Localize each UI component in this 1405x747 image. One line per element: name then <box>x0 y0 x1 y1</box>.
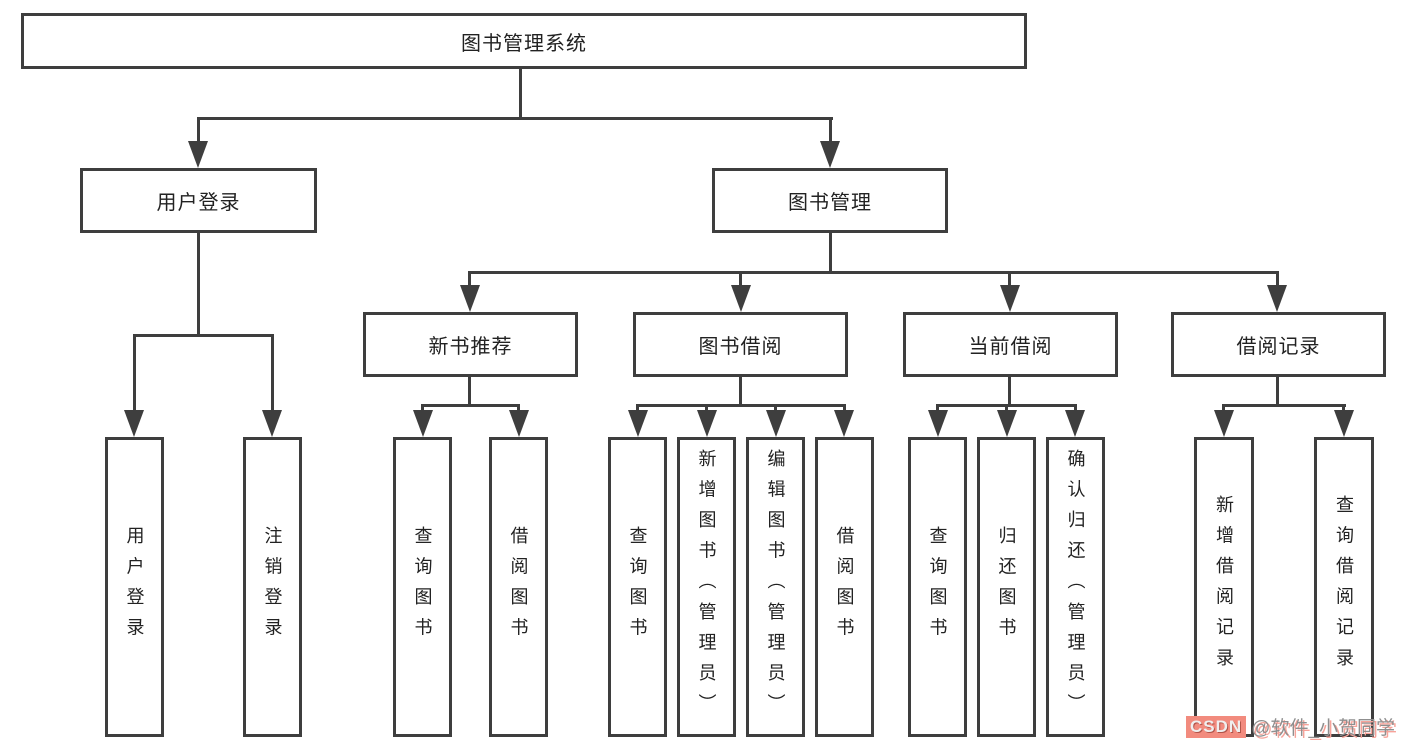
connector <box>1222 404 1346 407</box>
leaf-user-login: 用户登录 <box>105 437 164 737</box>
connector <box>1008 271 1011 288</box>
connector <box>421 404 520 407</box>
leaf-add-borrow-record: 新增借阅记录 <box>1194 437 1254 737</box>
arrowhead <box>1065 410 1085 437</box>
leaf-borrow-books-recommend: 借阅图书 <box>489 437 548 737</box>
node-borrow-records: 借阅记录 <box>1171 312 1386 377</box>
connector <box>1276 377 1279 407</box>
leaf-add-books-admin: 新增图书（管理员） <box>677 437 736 737</box>
leaf-label: 用户登录 <box>124 525 145 649</box>
arrowhead <box>928 410 948 437</box>
node-label: 用户登录 <box>156 192 241 214</box>
leaf-return-books: 归还图书 <box>977 437 1036 737</box>
connector <box>774 404 777 413</box>
arrowhead <box>262 410 282 437</box>
leaf-query-books-borrow: 查询图书 <box>608 437 667 737</box>
node-system-root: 图书管理系统 <box>21 13 1027 69</box>
connector <box>133 334 136 412</box>
arrowhead <box>834 410 854 437</box>
arrowhead <box>460 285 480 312</box>
connector <box>1008 377 1011 407</box>
csdn-badge: CSDN <box>1186 715 1247 738</box>
connector <box>271 334 274 412</box>
node-label: 图书借阅 <box>698 336 783 358</box>
leaf-label: 新增图书（管理员） <box>696 449 717 725</box>
connector <box>468 271 1279 274</box>
connector <box>1342 404 1345 413</box>
watermark-username: @软件_小贺同学 <box>1251 718 1396 739</box>
node-book-management: 图书管理 <box>712 168 948 233</box>
arrowhead <box>1000 285 1020 312</box>
leaf-label: 查询图书 <box>412 525 433 649</box>
connector <box>739 271 742 288</box>
leaf-edit-books-admin: 编辑图书（管理员） <box>746 437 805 737</box>
leaf-label: 编辑图书（管理员） <box>765 449 786 725</box>
leaf-label: 查询图书 <box>627 525 648 649</box>
arrowhead <box>188 141 208 168</box>
connector <box>197 117 833 120</box>
connector <box>636 404 639 413</box>
arrowhead <box>1214 410 1234 437</box>
connector <box>468 377 471 407</box>
node-label: 新书推荐 <box>428 336 513 358</box>
connector <box>739 377 742 407</box>
arrowhead <box>697 410 717 437</box>
leaf-label: 新增借阅记录 <box>1214 495 1234 679</box>
watermark: CSDN @软件_小贺同学 <box>1186 713 1395 740</box>
node-current-borrow: 当前借阅 <box>903 312 1118 377</box>
arrowhead <box>1267 285 1287 312</box>
connector <box>1276 271 1279 288</box>
node-label: 当前借阅 <box>968 336 1053 358</box>
connector <box>829 233 832 273</box>
node-new-book-recommend: 新书推荐 <box>363 312 578 377</box>
connector <box>705 404 708 413</box>
connector <box>519 69 522 119</box>
connector <box>1222 404 1225 413</box>
connector <box>197 117 200 145</box>
node-book-borrow: 图书借阅 <box>633 312 848 377</box>
arrowhead <box>1334 410 1354 437</box>
arrowhead <box>766 410 786 437</box>
leaf-label: 注销登录 <box>262 525 283 649</box>
leaf-label: 查询借阅记录 <box>1334 495 1354 679</box>
arrowhead <box>413 410 433 437</box>
leaf-label: 确认归还（管理员） <box>1065 449 1086 725</box>
leaf-label: 归还图书 <box>996 525 1017 649</box>
connector <box>517 404 520 413</box>
connector <box>1074 404 1077 413</box>
connector <box>829 117 832 145</box>
leaf-label: 借阅图书 <box>508 525 529 649</box>
node-label: 借阅记录 <box>1236 336 1321 358</box>
node-label: 图书管理系统 <box>461 32 587 55</box>
arrowhead <box>628 410 648 437</box>
connector <box>936 404 939 413</box>
connector <box>636 404 846 407</box>
connector <box>197 233 200 337</box>
connector <box>421 404 424 413</box>
connector <box>1005 404 1008 413</box>
arrowhead <box>509 410 529 437</box>
leaf-logout: 注销登录 <box>243 437 302 737</box>
node-label: 图书管理 <box>788 192 872 214</box>
leaf-query-books-current: 查询图书 <box>908 437 967 737</box>
arrowhead <box>820 141 840 168</box>
leaf-borrow-books: 借阅图书 <box>815 437 874 737</box>
leaf-query-borrow-record: 查询借阅记录 <box>1314 437 1374 737</box>
connector <box>468 271 471 288</box>
arrowhead <box>997 410 1017 437</box>
node-user-login: 用户登录 <box>80 168 317 233</box>
leaf-label: 查询图书 <box>927 525 948 649</box>
leaf-query-books-recommend: 查询图书 <box>393 437 452 737</box>
connector <box>133 334 274 337</box>
arrowhead <box>124 410 144 437</box>
connector <box>843 404 846 413</box>
arrowhead <box>731 285 751 312</box>
leaf-label: 借阅图书 <box>834 525 855 649</box>
leaf-confirm-return-admin: 确认归还（管理员） <box>1046 437 1105 737</box>
